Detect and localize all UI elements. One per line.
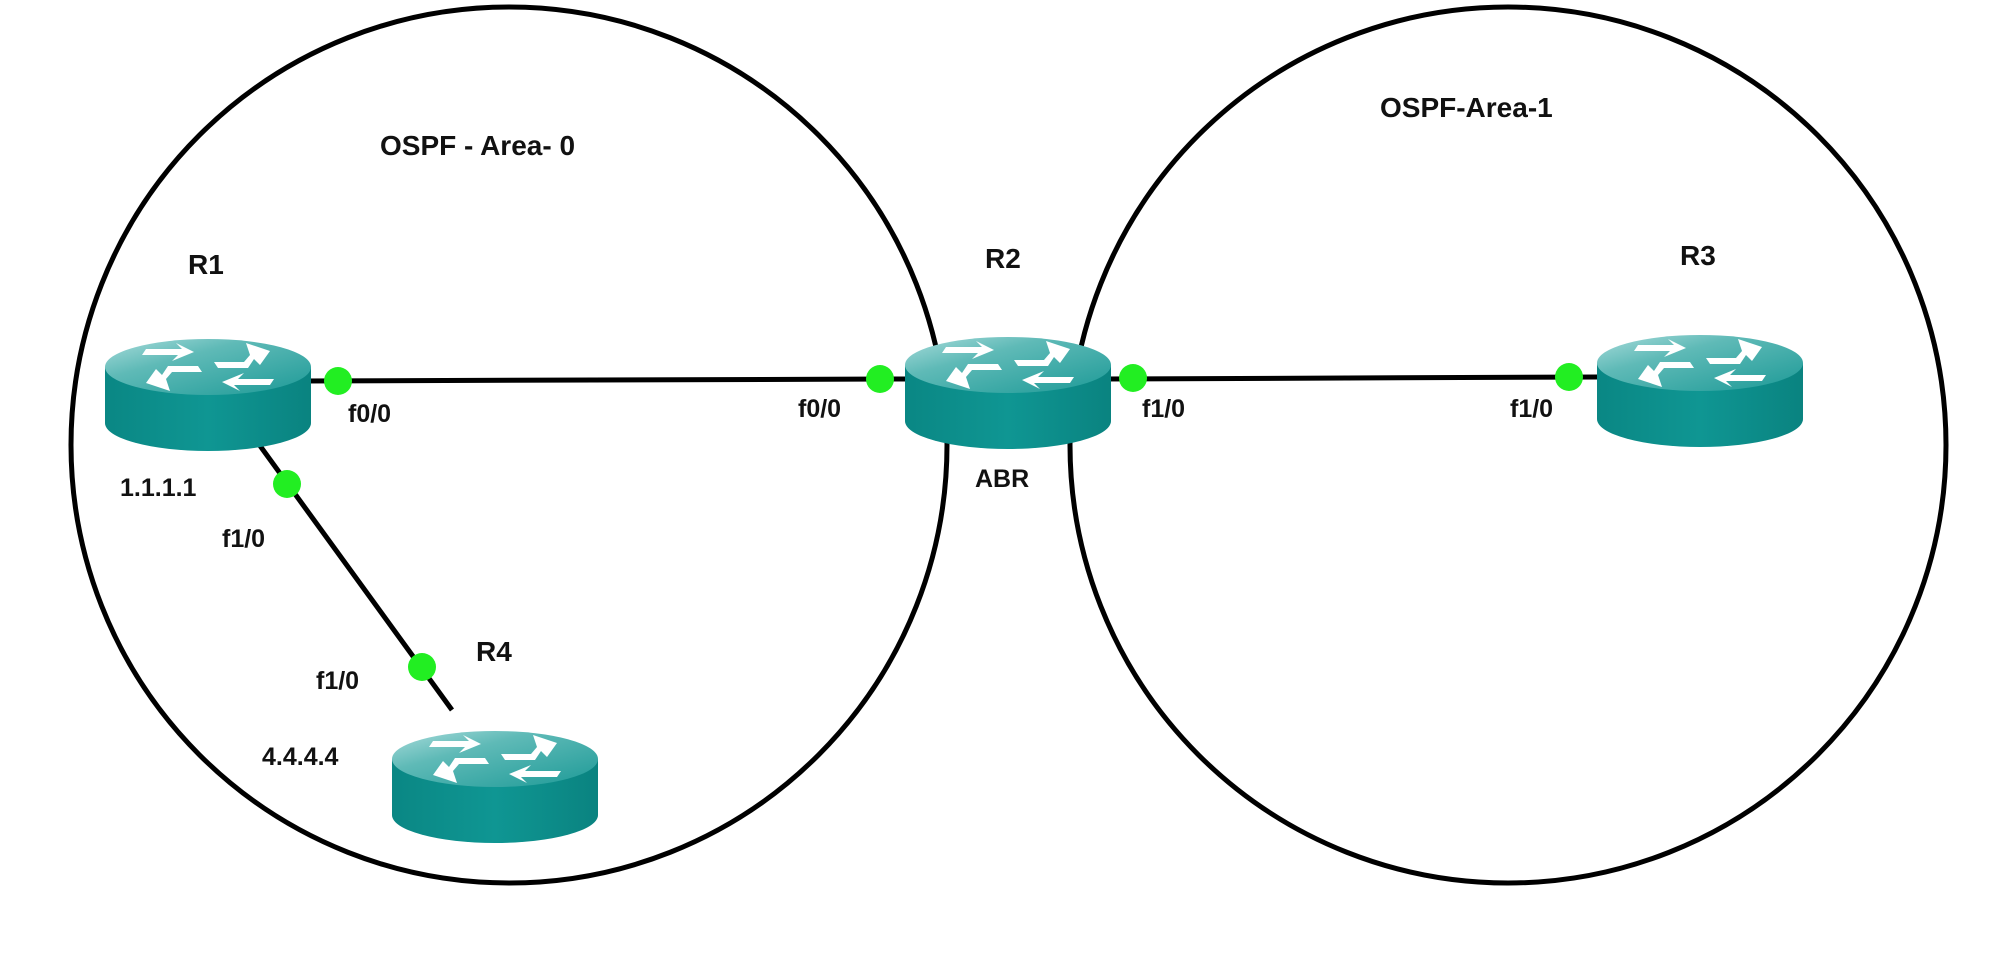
router-r4-id: 4.4.4.4: [262, 743, 339, 771]
port-dot-r3-f1-0[interactable]: [1555, 363, 1583, 391]
router-r1-icon[interactable]: [105, 339, 311, 451]
if-label-r1-f1-0: f1/0: [222, 525, 266, 553]
port-dot-r1-f1-0[interactable]: [273, 470, 301, 498]
router-r3-name: R3: [1680, 240, 1716, 271]
router-r4-icon[interactable]: [392, 731, 598, 843]
if-label-r4-f1-0: f1/0: [316, 667, 360, 695]
port-dot-r1-f0-0[interactable]: [324, 367, 352, 395]
if-label-r2-f1-0: f1/0: [1142, 395, 1186, 423]
area-0-boundary: [68, 4, 950, 886]
if-label-r3-f1-0: f1/0: [1510, 395, 1554, 423]
link-r2-r3[interactable]: [1099, 374, 1601, 382]
area-0-label: OSPF - Area- 0: [380, 130, 576, 161]
router-r2-role: ABR: [975, 465, 1030, 493]
if-label-r1-f0-0: f0/0: [348, 400, 392, 428]
router-r4-name: R4: [476, 636, 512, 667]
router-r1-id: 1.1.1.1: [120, 474, 197, 502]
router-r2-name: R2: [985, 243, 1021, 274]
port-dot-r2-f0-0[interactable]: [866, 365, 894, 393]
router-r1-name: R1: [188, 249, 224, 280]
area-1-label: OSPF-Area-1: [1380, 92, 1553, 123]
router-r3-icon[interactable]: [1597, 335, 1803, 447]
router-r2-icon[interactable]: [905, 337, 1111, 449]
link-r1-r2[interactable]: [299, 376, 906, 384]
if-label-r2-f0-0: f0/0: [798, 395, 842, 423]
area-1-boundary: [1067, 4, 1949, 886]
port-dot-r4-f1-0[interactable]: [408, 653, 436, 681]
port-dot-r2-f1-0[interactable]: [1119, 364, 1147, 392]
